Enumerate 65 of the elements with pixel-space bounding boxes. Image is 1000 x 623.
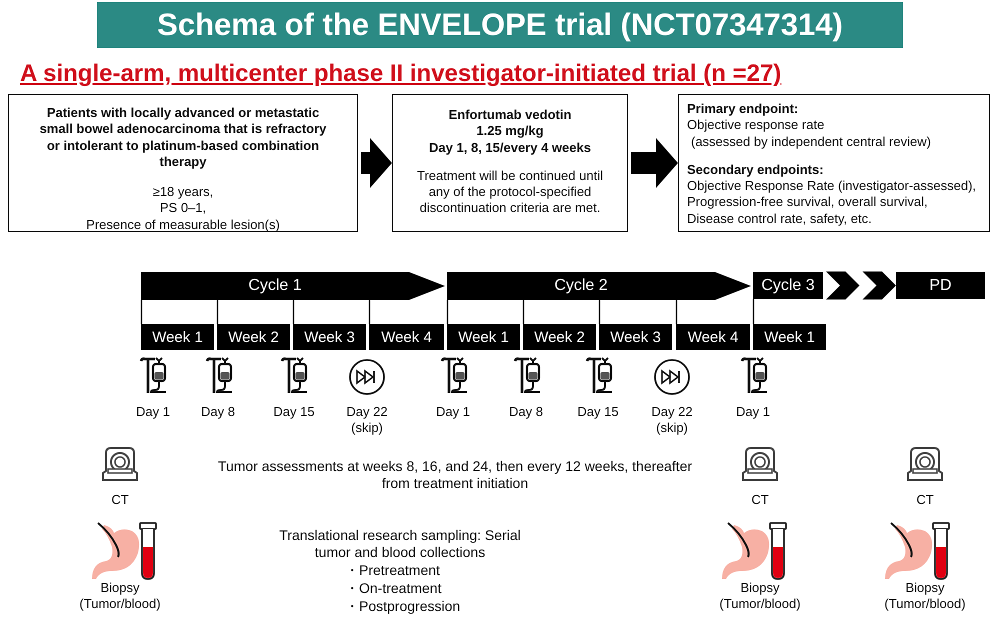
week-label: Week 3 xyxy=(599,324,672,350)
heading-text: Patients with locally advanced or metastatic small bowel adenocarcinoma that is refractory or intolerant to platinum-based combination therapy xyxy=(38,105,328,170)
block-arrow xyxy=(361,138,392,188)
text-box xyxy=(678,94,990,232)
scan-label: CT xyxy=(915,492,935,508)
list-item: ・Pretreatment xyxy=(345,562,441,579)
week-label: Week 4 xyxy=(676,324,750,350)
block-arrow xyxy=(631,138,678,188)
connector-line xyxy=(598,300,600,324)
body-text: ≥18 years, xyxy=(152,184,214,200)
connector-line xyxy=(522,300,524,324)
note-text: Translational research sampling: Serial tumor and blood collections xyxy=(278,527,522,561)
day-label: Day 15 xyxy=(576,404,620,420)
list-item: ・On-treatment xyxy=(345,580,442,597)
scan-label: CT xyxy=(110,492,130,508)
chevron-arrow xyxy=(826,272,896,300)
scan-label: CT xyxy=(750,492,770,508)
connector-line xyxy=(140,300,142,324)
body-text: Treatment will be continued until any of the protocol-specified discontinuation criteria are met. xyxy=(416,168,604,216)
day-label: Day 22 (skip) xyxy=(345,404,389,436)
text-box xyxy=(392,94,628,232)
title-banner: Schema of the ENVELOPE trial (NCT07347314) xyxy=(97,2,903,48)
sample-label: Biopsy (Tumor/blood) xyxy=(883,580,967,612)
week-label: Week 2 xyxy=(217,324,290,350)
connector-line xyxy=(676,300,678,324)
note-text: Tumor assessments at weeks 8, 16, and 24, then every 12 weeks, thereafter from treatment initiation xyxy=(216,458,694,492)
cycle-banner: Cycle 2 xyxy=(447,272,751,300)
day-label: Day 1 xyxy=(435,404,471,420)
cycle-banner: Cycle 1 xyxy=(141,272,445,300)
body-text: Presence of measurable lesion(s) xyxy=(85,216,281,233)
text-box xyxy=(8,94,358,232)
week-label: Week 2 xyxy=(523,324,596,350)
day-label: Day 1 xyxy=(135,404,171,420)
day-label: Day 15 xyxy=(272,404,316,420)
connector-line xyxy=(216,300,218,324)
day-label: Day 1 xyxy=(735,404,771,420)
heading-text: Primary endpoint: xyxy=(687,101,800,118)
heading-text: 1.25 mg/kg xyxy=(475,123,545,140)
day-label: Day 8 xyxy=(200,404,236,420)
body-text: Objective response rate xyxy=(687,117,826,134)
connector-line xyxy=(446,300,448,324)
connector-line xyxy=(752,299,754,324)
cycle-banner: Cycle 3 xyxy=(753,272,823,299)
body-text: (assessed by independent central review) xyxy=(690,134,932,150)
sample-label: Biopsy (Tumor/blood) xyxy=(78,580,162,612)
subtitle: A single-arm, multicenter phase II investigator-initiated trial (n =27) xyxy=(20,60,782,89)
heading-text: Day 1, 8, 15/every 4 weeks xyxy=(428,140,592,156)
body-text: Progression-free survival, overall survival, xyxy=(687,194,929,210)
heading-text: Secondary endpoints: xyxy=(687,162,825,178)
day-label: Day 8 xyxy=(508,404,544,420)
week-label: Week 3 xyxy=(293,324,366,350)
cycle-banner: PD xyxy=(896,272,985,299)
body-text: Objective Response Rate (investigator-assessed), xyxy=(687,178,978,194)
week-label: Week 1 xyxy=(141,324,214,350)
connector-line xyxy=(292,300,294,324)
week-label: Week 1 xyxy=(447,324,520,350)
day-label: Day 22 (skip) xyxy=(650,404,694,436)
connector-line xyxy=(368,300,370,324)
list-item: ・Postprogression xyxy=(345,598,462,615)
heading-text: Enfortumab vedotin xyxy=(448,107,572,124)
sample-label: Biopsy (Tumor/blood) xyxy=(718,580,802,612)
body-text: PS 0–1, xyxy=(158,200,208,216)
week-label: Week 1 xyxy=(753,324,826,350)
week-label: Week 4 xyxy=(369,324,444,350)
body-text: Disease control rate, safety, etc. xyxy=(687,210,873,227)
